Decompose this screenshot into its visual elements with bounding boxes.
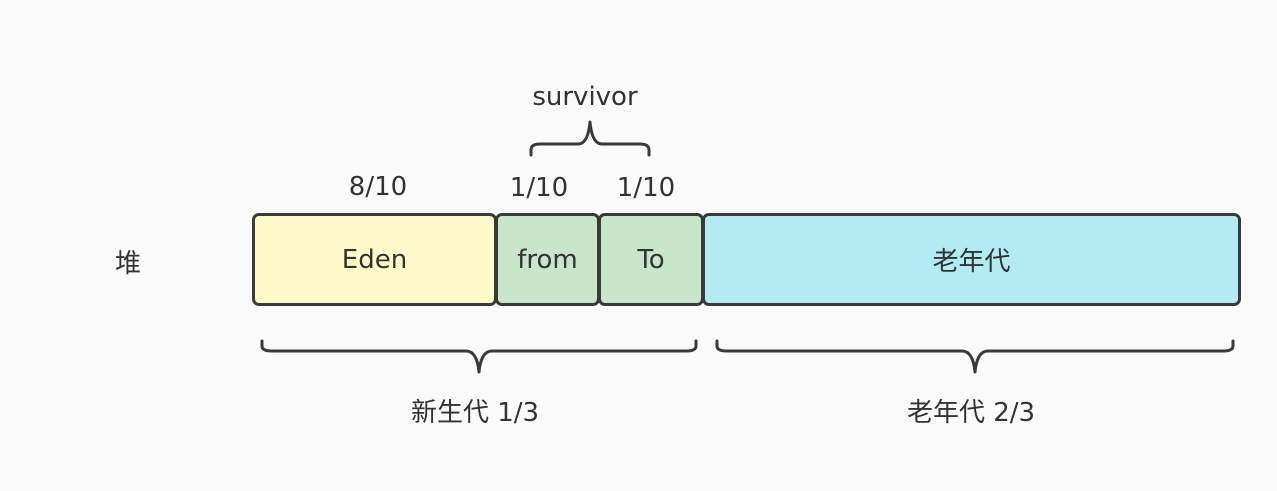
eden-ratio-label: 8/10	[348, 172, 408, 202]
to-label: To	[637, 244, 665, 275]
heap-label: 堆	[114, 249, 141, 279]
old-generation-group-label: 老年代 2/3	[906, 398, 1036, 428]
eden-region: Eden	[252, 213, 497, 306]
old-generation-region: 老年代	[702, 213, 1241, 306]
old-generation-label: 老年代	[932, 247, 1011, 277]
to-ratio-label: 1/10	[616, 173, 676, 203]
to-region: To	[598, 213, 704, 306]
eden-label: Eden	[341, 244, 408, 275]
old-generation-brace	[715, 339, 1235, 374]
young-generation-label: 新生代 1/3	[410, 398, 540, 428]
young-generation-brace	[260, 339, 698, 374]
from-region: from	[495, 213, 600, 306]
survivor-label: survivor	[532, 82, 638, 112]
survivor-brace	[529, 120, 651, 157]
from-label: from	[517, 244, 578, 275]
from-ratio-label: 1/10	[509, 173, 569, 203]
